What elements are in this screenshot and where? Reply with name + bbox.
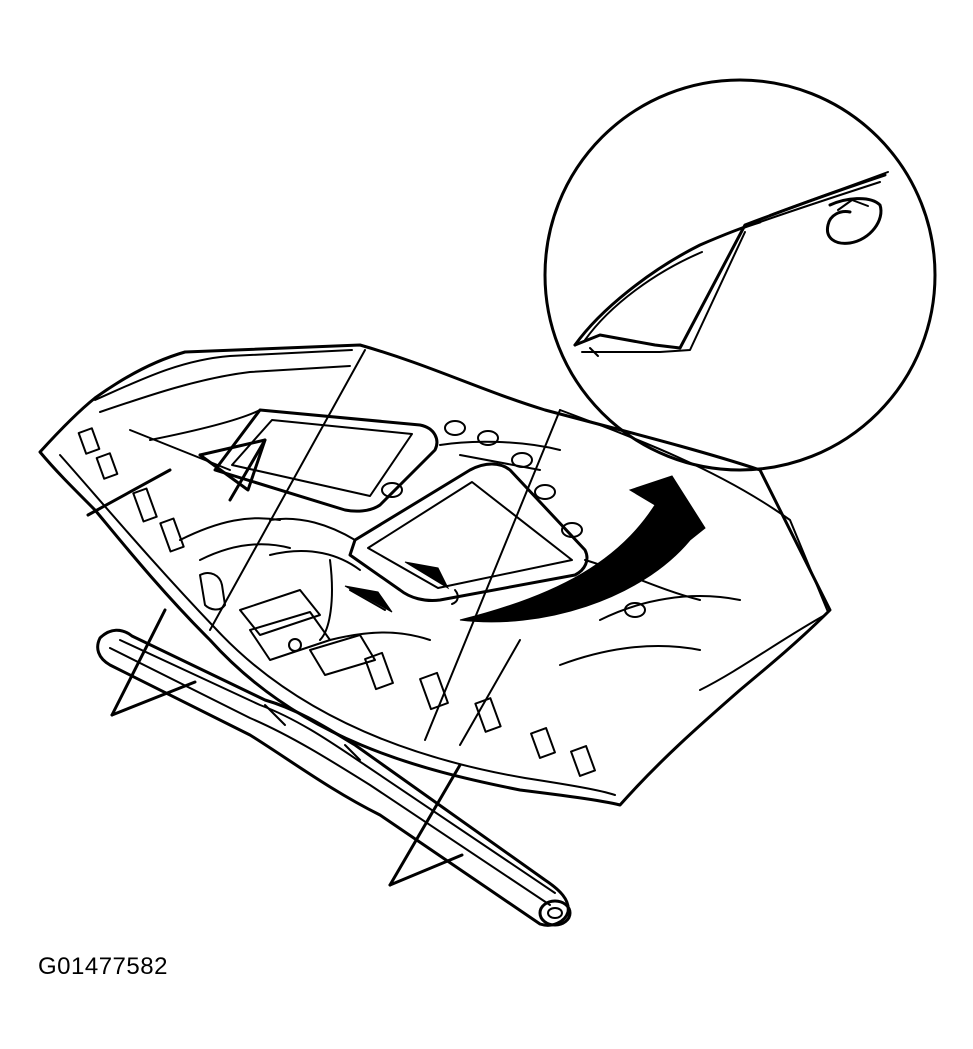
figure-id-label: G01477582 <box>38 953 168 980</box>
detail-circle <box>543 78 937 472</box>
pointer-arrows <box>344 561 459 613</box>
hood-panel <box>38 343 832 807</box>
hood-front-slots <box>77 427 596 777</box>
hood-latch <box>199 559 376 676</box>
detail-view-arrow <box>459 475 706 623</box>
hood-inner-frame <box>129 408 741 666</box>
weatherstrip <box>96 628 572 927</box>
